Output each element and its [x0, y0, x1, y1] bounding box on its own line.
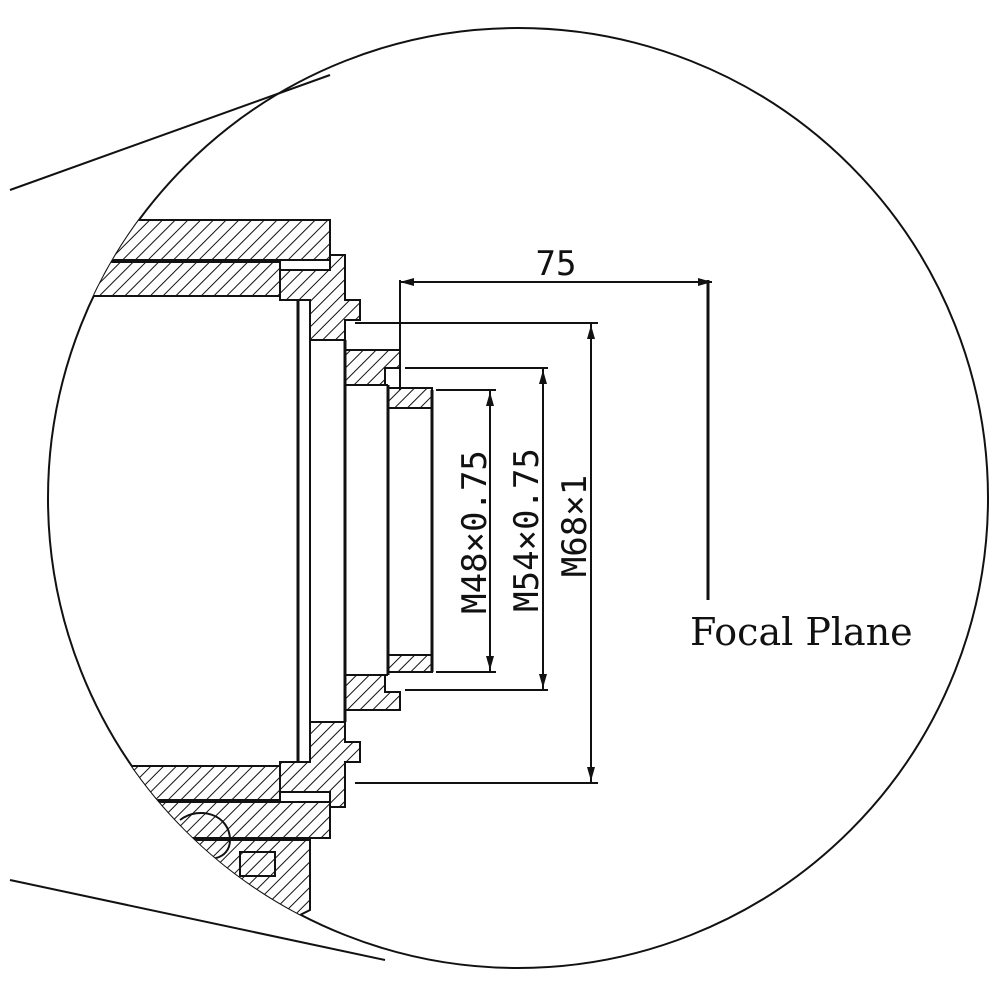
dimension-m48: M48×0.75 — [455, 390, 495, 672]
step-ring-2-top — [387, 387, 433, 409]
tube-wall-bottom — [48, 801, 331, 839]
detail-circle — [47, 27, 989, 969]
extension-lines — [355, 280, 598, 784]
inner-bore-lines — [296, 300, 434, 762]
dimension-75: 75 — [400, 244, 712, 286]
tangent-line-bottom — [9, 879, 386, 961]
dimension-m68-label: M68×1 — [555, 475, 595, 577]
dimension-m48-label: M48×0.75 — [455, 450, 495, 614]
step-ring-1-top — [344, 349, 401, 386]
step-ring-2-bottom — [387, 654, 433, 673]
dimension-m54: M54×0.75 — [507, 368, 547, 690]
dimension-75-label: 75 — [536, 244, 577, 284]
adapter-flange-top — [279, 254, 361, 341]
adapter-flange-bottom — [279, 721, 361, 808]
lower-screw-block — [239, 851, 276, 877]
dimension-m68: M68×1 — [555, 323, 595, 783]
assembly-section — [48, 219, 433, 932]
step-ring-1-bottom — [344, 674, 401, 711]
tube-wall-top — [48, 219, 331, 261]
dimension-m54-label: M54×0.75 — [507, 448, 547, 612]
tube-thread-bottom — [48, 765, 281, 801]
focal-plane-label: Focal Plane — [690, 610, 913, 654]
tube-thread-top — [48, 261, 281, 297]
